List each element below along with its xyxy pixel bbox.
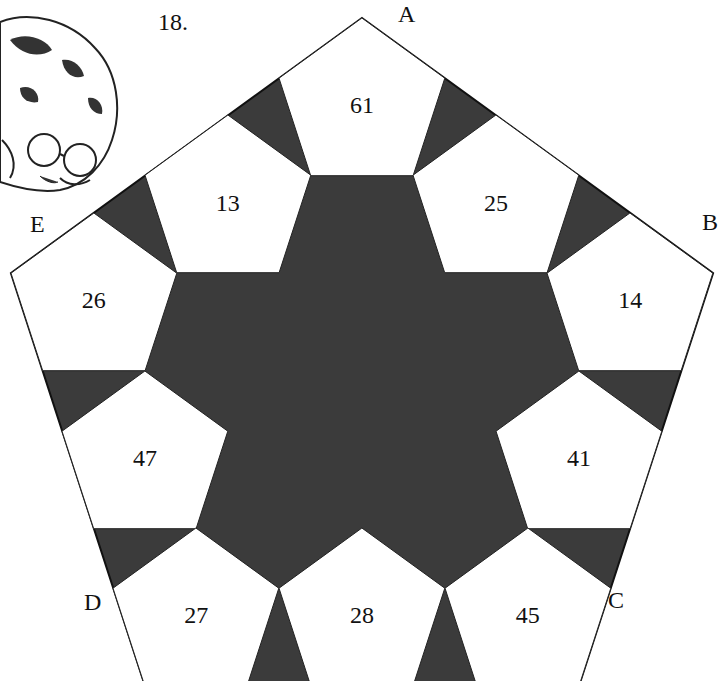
pentagon-outline	[11, 213, 177, 371]
cell-number: 61	[350, 93, 374, 117]
cell-number: 13	[216, 191, 240, 215]
problem-number: 18.	[158, 10, 188, 34]
cell-number: 14	[618, 288, 642, 312]
vertex-label: D	[84, 590, 101, 614]
pentagon-cell: 25	[413, 115, 579, 273]
pentagon-cell: 13	[145, 115, 311, 273]
cell-number: 28	[350, 603, 374, 627]
vertex-label: E	[30, 212, 45, 236]
cell-number: 45	[516, 603, 540, 627]
pentagon-outline	[145, 115, 311, 273]
pentagon-cell: 28	[279, 528, 445, 681]
pentagon-outline	[113, 528, 279, 681]
pentagon-cell: 47	[62, 371, 228, 529]
pentagon-cell: 45	[445, 528, 611, 681]
pentagon-outline	[413, 115, 579, 273]
pentagon-outline	[445, 528, 611, 681]
cell-number: 47	[133, 446, 157, 470]
pentagon-cell: 27	[113, 528, 279, 681]
cell-number: 41	[567, 446, 591, 470]
pentagon-outline	[279, 18, 445, 176]
vertex-label: B	[702, 210, 718, 234]
cell-number: 27	[184, 603, 208, 627]
pentagon-outline	[547, 213, 713, 371]
vertex-label: A	[398, 2, 415, 26]
cell-number: 26	[82, 288, 106, 312]
vertex-label: C	[608, 588, 624, 612]
pentagon-outline	[496, 371, 662, 529]
cell-number: 25	[484, 191, 508, 215]
pentagon-cell: 61	[279, 18, 445, 176]
pentagon-outline	[62, 371, 228, 529]
cartoon-figure	[0, 17, 117, 191]
pentagon-cell: 41	[496, 371, 662, 529]
pentagon-outline	[279, 528, 445, 681]
pentagon-cell: 26	[11, 213, 177, 371]
pentagon-cell: 14	[547, 213, 713, 371]
